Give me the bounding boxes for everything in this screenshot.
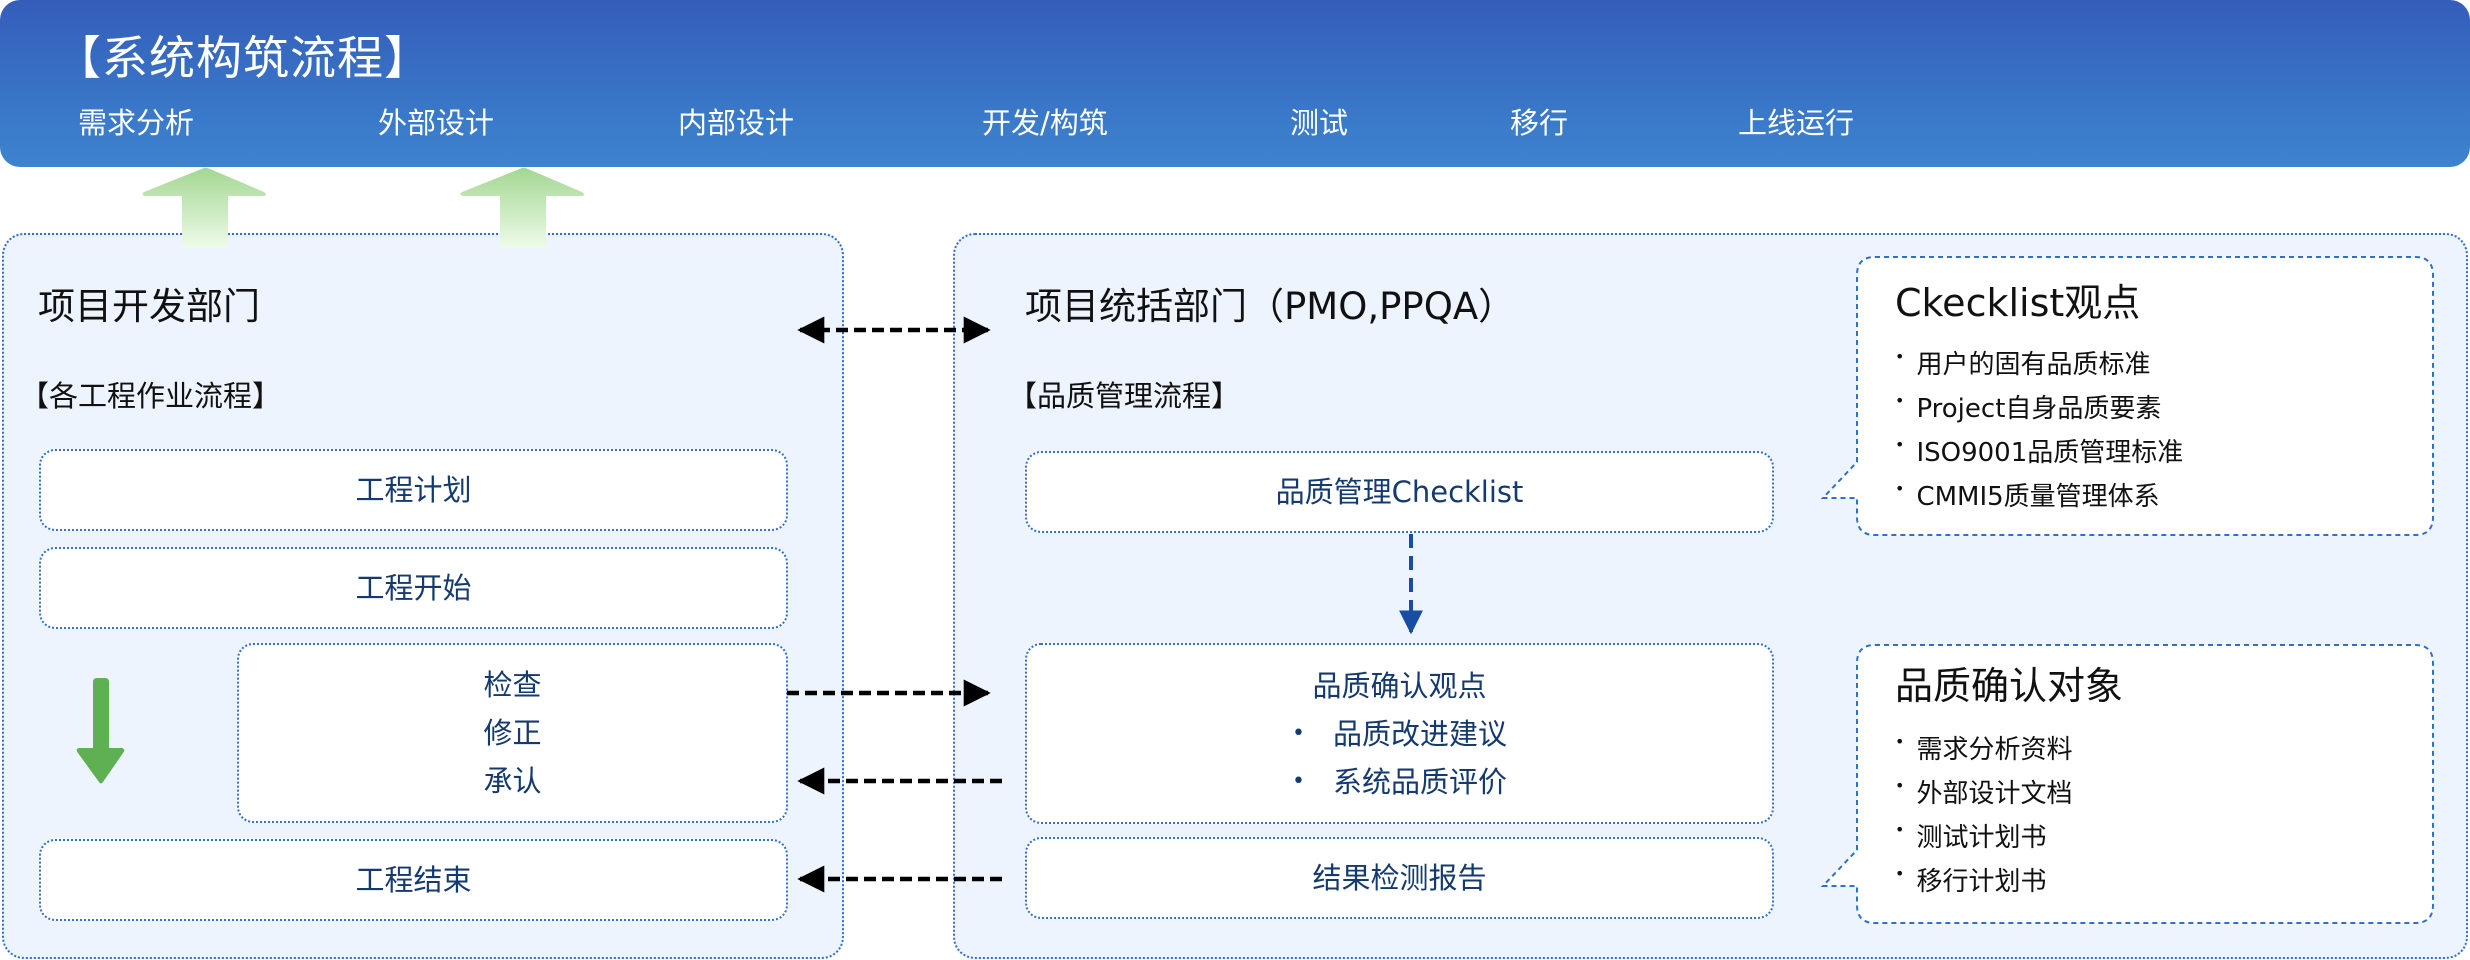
- step-label: 工程计划: [355, 473, 472, 507]
- dev-department-title: 项目开发部门: [38, 285, 260, 328]
- pmo-department-title: 项目统括部门（PMO,PPQA）: [1025, 285, 1516, 328]
- bullet-icon: •: [1895, 776, 1905, 795]
- callout-item: •Project自身品质要素: [1895, 387, 2183, 431]
- stage-testing: 测试: [1290, 106, 1349, 140]
- step-label-fix: 修正: [483, 716, 542, 750]
- step-label: 结果检测报告: [1312, 861, 1487, 895]
- bullet-icon: •: [1895, 820, 1905, 839]
- confirm-item: • 系统品质评价: [1292, 758, 1507, 806]
- callout-item: •CMMI5质量管理体系: [1895, 475, 2183, 519]
- step-project-end: 工程结束: [39, 839, 788, 921]
- stage-requirements-analysis: 需求分析: [78, 106, 195, 140]
- callout-item: •ISO9001品质管理标准: [1895, 431, 2183, 475]
- stage-development: 开发/构筑: [982, 106, 1108, 140]
- callout-title: Ckecklist观点: [1895, 281, 2141, 325]
- stage-go-live: 上线运行: [1738, 106, 1855, 140]
- step-label: 工程开始: [355, 571, 472, 605]
- step-project-plan: 工程计划: [39, 449, 788, 531]
- callout-title: 品质确认对象: [1895, 664, 2124, 708]
- bullet-icon: •: [1895, 732, 1905, 751]
- up-arrow-icon: [460, 167, 584, 248]
- quality-process-subtitle: 【品质管理流程】: [1008, 379, 1241, 413]
- bullet-icon: •: [1895, 347, 1905, 366]
- stage-external-design: 外部设计: [378, 106, 495, 140]
- stage-migration: 移行: [1510, 106, 1569, 140]
- step-quality-checklist: 品质管理Checklist: [1025, 451, 1774, 533]
- flow-down-arrow-icon: [76, 678, 125, 784]
- bullet-icon: •: [1292, 720, 1305, 746]
- callout-confirm-targets: 品质确认对象 •需求分析资料 •外部设计文档 •测试计划书 •移行计划书: [1895, 655, 2123, 904]
- callout-bubble-checklist: [1820, 256, 2434, 536]
- dev-process-subtitle: 【各工程作业流程】: [20, 379, 282, 413]
- bullet-icon: •: [1292, 768, 1305, 794]
- step-label: 工程结束: [355, 863, 472, 897]
- step-label-approve: 承认: [483, 764, 542, 798]
- bullet-icon: •: [1895, 391, 1905, 410]
- callout-item: •用户的固有品质标准: [1895, 343, 2183, 387]
- stage-internal-design: 内部设计: [678, 106, 795, 140]
- confirm-item: • 品质改进建议: [1292, 710, 1507, 758]
- callout-item: •测试计划书: [1895, 816, 2123, 860]
- callout-item: •移行计划书: [1895, 860, 2123, 904]
- step-label: 品质确认观点: [1312, 668, 1487, 703]
- callout-checklist-points: Ckecklist观点 •用户的固有品质标准 •Project自身品质要素 •I…: [1895, 272, 2183, 519]
- callout-item: •需求分析资料: [1895, 728, 2123, 772]
- step-label: 品质管理Checklist: [1275, 475, 1524, 509]
- bullet-icon: •: [1895, 864, 1905, 883]
- header-title: 【系统构筑流程】: [55, 31, 431, 85]
- step-label-check: 检查: [483, 668, 542, 702]
- bullet-icon: •: [1895, 479, 1905, 498]
- bullet-icon: •: [1895, 435, 1905, 454]
- callout-item: •外部设计文档: [1895, 772, 2123, 816]
- header-banner: [0, 0, 2470, 167]
- step-review-fix-approve: 检查 修正 承认: [237, 643, 788, 823]
- up-arrow-icon: [142, 167, 266, 248]
- callout-bubble-targets: [1820, 644, 2434, 924]
- step-quality-confirm-points: 品质确认观点 • 品质改进建议 • 系统品质评价: [1025, 643, 1774, 824]
- step-project-start: 工程开始: [39, 547, 788, 629]
- step-result-report: 结果检测报告: [1025, 837, 1774, 919]
